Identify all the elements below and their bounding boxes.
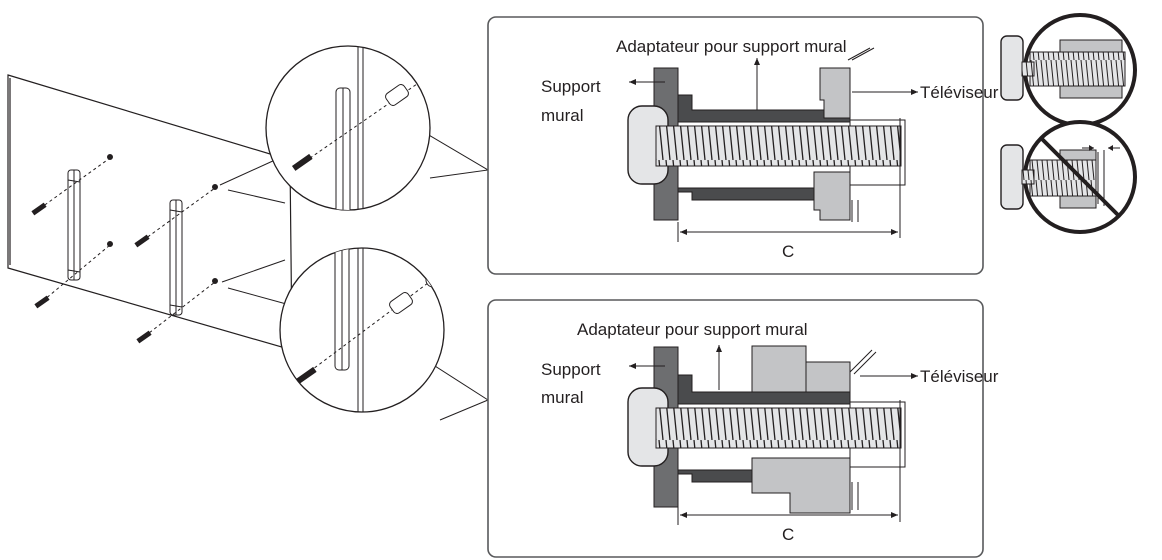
tv-back-panel <box>7 74 293 351</box>
support-label-top-line2: mural <box>541 106 584 125</box>
dimension-label-top: C <box>782 242 794 261</box>
wall-bracket-left <box>67 169 81 281</box>
cross-section-panel-top: Adaptateur pour support mural Support mu… <box>487 16 999 275</box>
support-label-top-line1: Support <box>541 77 601 96</box>
magnified-circle-top <box>265 45 431 211</box>
adapter-label-bottom: Adaptateur pour support mural <box>577 320 808 339</box>
cross-section-panel-bottom: Adaptateur pour support mural Support mu… <box>487 299 999 558</box>
screw-set <box>31 154 218 344</box>
tv-label-bottom: Téléviseur <box>920 367 999 386</box>
tv-label-top: Téléviseur <box>920 83 999 102</box>
adapter-label-top: Adaptateur pour support mural <box>616 37 847 56</box>
wall-bracket-right <box>169 199 183 316</box>
support-label-bottom-line2: mural <box>541 388 584 407</box>
magnified-circle-bottom <box>279 247 445 413</box>
support-label-bottom-line1: Support <box>541 360 601 379</box>
screw-fully-threaded-icon <box>1000 13 1137 127</box>
dimension-label-bottom: C <box>782 525 794 544</box>
screw-gap-prohibited-icon <box>1000 120 1137 234</box>
